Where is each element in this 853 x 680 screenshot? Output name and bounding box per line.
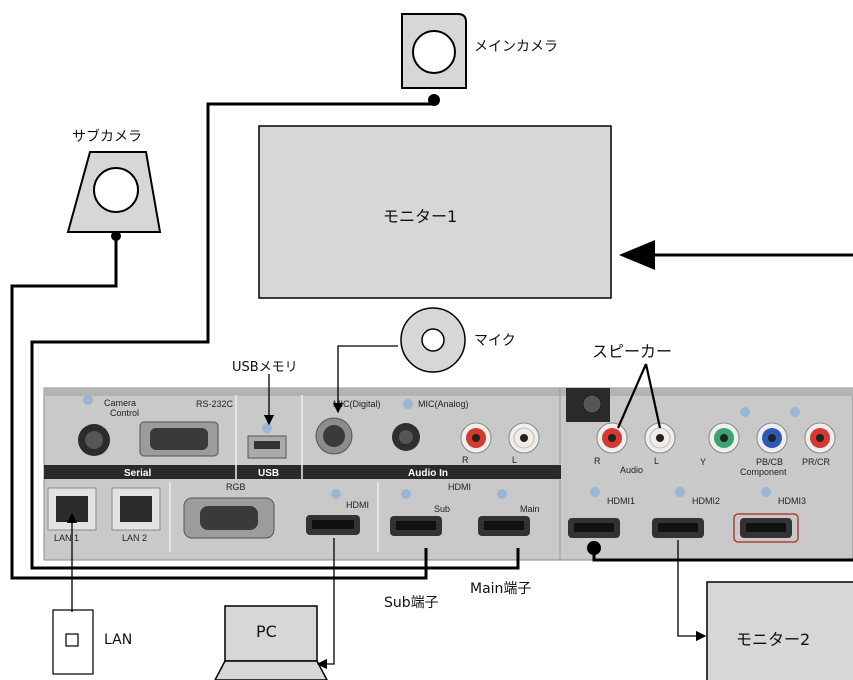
sub-terminal-label: Sub端子: [384, 592, 439, 612]
mic-device: [401, 308, 465, 372]
hdmi2-label: HDMI2: [692, 496, 720, 506]
pc-device: [215, 606, 327, 680]
hdmi3-label: HDMI3: [778, 496, 806, 506]
screw-icon: [331, 489, 341, 499]
audio-out-r-label: R: [594, 456, 601, 466]
audio-out-l-label: L: [654, 456, 659, 466]
main-camera-label: メインカメラ: [474, 36, 558, 56]
audio-out-label: Audio: [620, 465, 643, 475]
lan-jack-label: LAN: [104, 632, 132, 648]
rgb-label: RGB: [226, 482, 246, 492]
lan1-label: LAN 1: [54, 533, 79, 543]
lan-jack-port: [66, 634, 78, 646]
hdmi-sub-label: Sub: [434, 504, 450, 514]
serial-section-label: Serial: [124, 468, 151, 479]
lan2-label: LAN 2: [122, 533, 147, 543]
screw-icon: [790, 407, 800, 417]
monitor2-label: モニター2: [736, 626, 810, 650]
camera-control-label-1: Camera: [104, 398, 136, 408]
hdmi-pc-label: HDMI: [346, 500, 369, 510]
screw-icon: [262, 423, 272, 433]
main-camera-plug: [428, 94, 440, 106]
screw-icon: [740, 407, 750, 417]
hdmi1-label: HDMI1: [607, 496, 635, 506]
hdmi-input-label: HDMI: [448, 482, 471, 492]
component-pb-label: PB/CB: [756, 457, 783, 467]
rs232c-label: RS-232C: [196, 399, 234, 409]
back-panel: Camera Control RS-232C MIC(Digital) MIC(…: [44, 388, 853, 560]
main-terminal-label: Main端子: [470, 578, 531, 598]
screw-icon: [497, 489, 507, 499]
sub-camera-plug: [111, 231, 121, 241]
hdmi1-plug: [587, 541, 601, 555]
monitor1-label: モニター1: [383, 203, 457, 227]
sub-camera: [68, 152, 160, 232]
mic-label: マイク: [474, 330, 516, 350]
hdmi-main-label: Main: [520, 504, 540, 514]
component-label: Component: [740, 467, 787, 477]
audio-in-l-label: L: [512, 455, 517, 465]
component-y-label: Y: [700, 457, 706, 467]
screw-icon: [583, 395, 601, 413]
audio-in-section-label: Audio In: [408, 468, 448, 479]
audio-in-r-label: R: [462, 455, 469, 465]
screw-icon: [83, 395, 93, 405]
mic-digital-label: MIC(Digital): [333, 399, 381, 409]
sub-camera-label: サブカメラ: [72, 126, 142, 146]
screw-icon: [403, 399, 413, 409]
usb-section-label: USB: [258, 468, 279, 479]
mic-analog-label: MIC(Analog): [418, 399, 469, 409]
screw-icon: [590, 487, 600, 497]
screw-icon: [675, 487, 685, 497]
component-pr-label: PR/CR: [802, 457, 831, 467]
screw-icon: [761, 487, 771, 497]
usb-memory-label: USBメモリ: [232, 356, 298, 375]
pc-label: PC: [256, 622, 277, 641]
main-camera: [402, 14, 466, 88]
camera-control-label-2: Control: [110, 408, 139, 418]
speaker-label: スピーカー: [592, 338, 672, 362]
screw-icon: [401, 489, 411, 499]
